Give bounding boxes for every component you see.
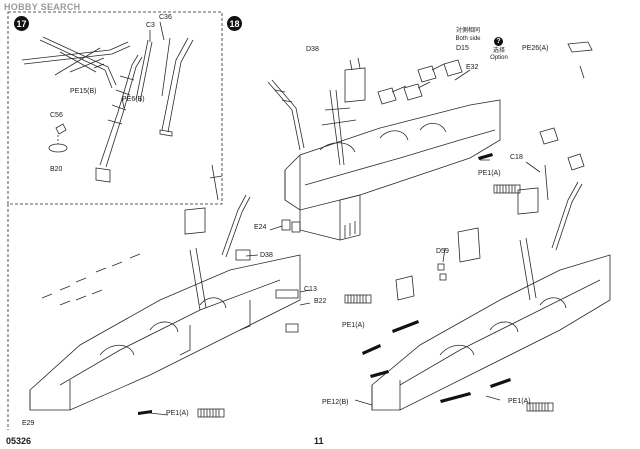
part-d59b (439, 273, 447, 281)
label-c18: C18 (510, 154, 523, 161)
label-pe15b: PE15(B) (70, 88, 97, 95)
lower-left-ship-hull (29, 254, 301, 411)
label-d38-upper: D38 (306, 46, 319, 53)
label-e24: E24 (254, 224, 267, 231)
part-d38 (235, 249, 251, 261)
part-d59a (437, 263, 445, 271)
pe-hatch-lines (200, 185, 549, 417)
label-c56: C56 (50, 112, 63, 119)
label-pe1a-top: PE1(A) (478, 170, 501, 177)
label-c36: C36 (159, 14, 172, 21)
page-number: 11 (314, 436, 324, 446)
label-pe26a: PE26(A) (522, 45, 549, 52)
note-both-side: Both side (455, 36, 481, 42)
crane-jib-part (21, 36, 131, 89)
label-pe1a-mid: PE1(A) (342, 322, 365, 329)
part-b22 (285, 323, 299, 333)
hobby-search-watermark: HOBBY SEARCH (4, 2, 81, 12)
label-b20: B20 (50, 166, 63, 173)
upper-crane (267, 79, 305, 151)
step17-frame (7, 11, 223, 205)
label-e32: E32 (466, 64, 479, 71)
upper-ship-hull (284, 99, 501, 241)
note-option-cn: 选择 (492, 48, 505, 54)
upper-mast (321, 57, 366, 166)
label-pe12b: PE12(B) (322, 399, 349, 406)
lower-left-mast (184, 164, 223, 311)
label-pe1a-right: PE1(A) (508, 398, 531, 405)
lower-right-mast (517, 164, 549, 301)
label-c3: C3 (146, 22, 155, 29)
part-c56 (55, 123, 67, 135)
pe-hatch-icons (197, 184, 554, 418)
label-b22: B22 (314, 298, 327, 305)
label-c13: C13 (304, 286, 317, 293)
part-c13 (275, 289, 299, 299)
note-both-side-cn: 対側相同 (455, 28, 480, 34)
step-18-badge: 18 (227, 16, 242, 31)
part-pe26 (567, 41, 593, 53)
step-17-badge: 17 (14, 16, 29, 31)
label-pe1a-bottom: PE1(A) (166, 410, 189, 417)
label-e29: E29 (22, 420, 35, 427)
kit-code: 05326 (6, 436, 32, 446)
upper-turrets (377, 59, 585, 171)
post-c36 (161, 37, 171, 97)
lower-right-crane (551, 181, 583, 251)
note-option: Option (490, 55, 508, 61)
part-e24b (291, 221, 301, 233)
crane-arm-part (95, 54, 143, 183)
label-d38-lower: D38 (260, 252, 273, 259)
lower-right-ship-hull (371, 254, 611, 411)
label-d15: D15 (456, 45, 469, 52)
lower-left-crane (221, 194, 251, 258)
crane-c36 (159, 37, 194, 137)
label-pe6b: PE6(B) (122, 96, 145, 103)
part-e24a (281, 219, 291, 231)
part-ladder-tower (395, 275, 415, 301)
post-c3 (135, 39, 149, 101)
lower-left-guns (41, 253, 141, 306)
pe-strips (138, 153, 511, 415)
part-b20 (48, 143, 68, 153)
part-d15 (579, 65, 585, 79)
option-step-badge: ? (494, 37, 503, 46)
label-d59: D59 (436, 248, 449, 255)
part-tower-box (457, 227, 481, 263)
